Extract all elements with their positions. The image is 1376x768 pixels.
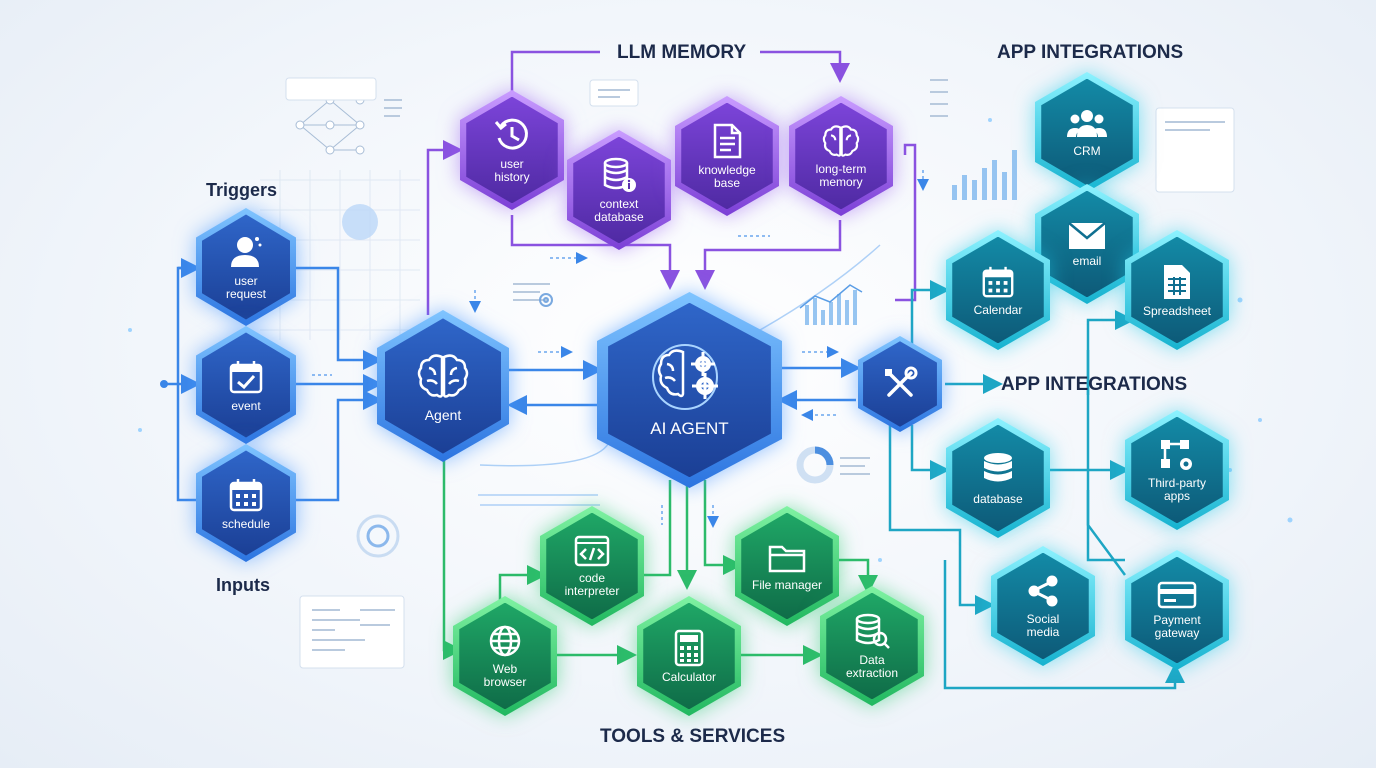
app-third-party[interactable]: Third-party apps xyxy=(1125,410,1229,530)
ai-agent-label: AI AGENT xyxy=(650,419,729,438)
llm-memory-title: LLM MEMORY xyxy=(617,42,747,63)
app-social-media[interactable]: Social media xyxy=(991,546,1095,666)
agent-node[interactable]: Agent xyxy=(377,310,509,462)
tool-label: Data extraction xyxy=(845,653,899,680)
calculator-icon xyxy=(674,629,704,666)
agent-label: Agent xyxy=(424,406,462,423)
tool-file-manager[interactable]: File manager xyxy=(735,506,839,626)
ai-agent-node[interactable]: AI AGENT xyxy=(597,292,782,488)
app-label: CRM xyxy=(1073,143,1101,158)
code-icon xyxy=(574,535,610,567)
app-label: database xyxy=(973,491,1023,506)
tool-label: Calculator xyxy=(661,669,717,684)
tool-label: code interpreter xyxy=(564,571,620,598)
trigger-schedule[interactable]: schedule xyxy=(196,444,296,562)
app-integrations-mid-title: APP INTEGRATIONS xyxy=(1001,374,1188,395)
tool-label: Web browser xyxy=(483,662,527,689)
app-spreadsheet[interactable]: Spreadsheet xyxy=(1125,230,1229,350)
app-label: email xyxy=(1072,253,1102,268)
app-database[interactable]: database xyxy=(946,418,1050,538)
inputs-title: Inputs xyxy=(216,575,270,595)
database-icon xyxy=(984,452,1012,481)
tools-hub-node[interactable] xyxy=(858,336,942,432)
trigger-label: user request xyxy=(225,274,267,301)
users-icon xyxy=(1067,109,1107,137)
tool-web-browser[interactable]: Web browser xyxy=(453,596,557,716)
spreadsheet-icon xyxy=(1164,264,1190,299)
triggers-title: Triggers xyxy=(206,180,278,200)
folder-icon xyxy=(768,545,806,572)
calendar-grid-icon xyxy=(229,478,263,511)
calendar-check-icon xyxy=(229,360,263,393)
tools-icon xyxy=(885,366,918,397)
history-icon xyxy=(494,118,528,150)
database-info-icon xyxy=(603,157,636,192)
brain-gears-icon xyxy=(651,344,718,410)
tool-calculator[interactable]: Calculator xyxy=(637,596,741,716)
calendar-grid-icon xyxy=(982,266,1014,297)
envelope-icon xyxy=(1068,221,1106,249)
database-search-icon xyxy=(855,613,890,649)
brain-icon xyxy=(822,125,860,157)
trigger-event[interactable]: event xyxy=(196,326,296,444)
memory-context-database[interactable]: context database xyxy=(567,130,671,250)
memory-label: context database xyxy=(594,197,644,224)
globe-icon xyxy=(489,625,521,657)
app-integrations-top-title: APP INTEGRATIONS xyxy=(997,42,1184,63)
tool-data-extraction[interactable]: Data extraction xyxy=(820,586,924,706)
share-icon xyxy=(1028,575,1058,607)
trigger-label: schedule xyxy=(221,516,271,531)
app-calendar[interactable]: Calendar xyxy=(946,230,1050,350)
document-icon xyxy=(713,123,742,159)
memory-long-term[interactable]: long-term memory xyxy=(789,96,893,216)
app-email[interactable]: email xyxy=(1035,184,1139,304)
brain-icon xyxy=(417,353,469,398)
memory-knowledge-base[interactable]: knowledge base xyxy=(675,96,779,216)
app-label: Third-party apps xyxy=(1147,476,1206,503)
app-payment-gateway[interactable]: Payment gateway xyxy=(1125,550,1229,670)
app-label: Social media xyxy=(1026,612,1060,639)
app-crm[interactable]: CRM xyxy=(1035,72,1139,192)
tool-label: File manager xyxy=(751,577,823,592)
memory-label: user history xyxy=(494,157,530,184)
tools-services-title: TOOLS & SERVICES xyxy=(600,726,786,747)
memory-user-history[interactable]: user history xyxy=(460,90,564,210)
memory-label: long-term memory xyxy=(815,162,867,189)
app-label: Spreadsheet xyxy=(1142,303,1212,318)
memory-label: knowledge base xyxy=(698,163,756,190)
trigger-label: event xyxy=(231,398,261,413)
flow-gear-icon xyxy=(1161,440,1192,470)
trigger-user-request[interactable]: user request xyxy=(196,208,296,326)
user-icon xyxy=(231,237,262,267)
app-label: Payment gateway xyxy=(1153,613,1201,640)
app-label: Calendar xyxy=(973,302,1023,317)
card-icon xyxy=(1157,581,1197,609)
tool-code-interpreter[interactable]: code interpreter xyxy=(540,506,644,626)
